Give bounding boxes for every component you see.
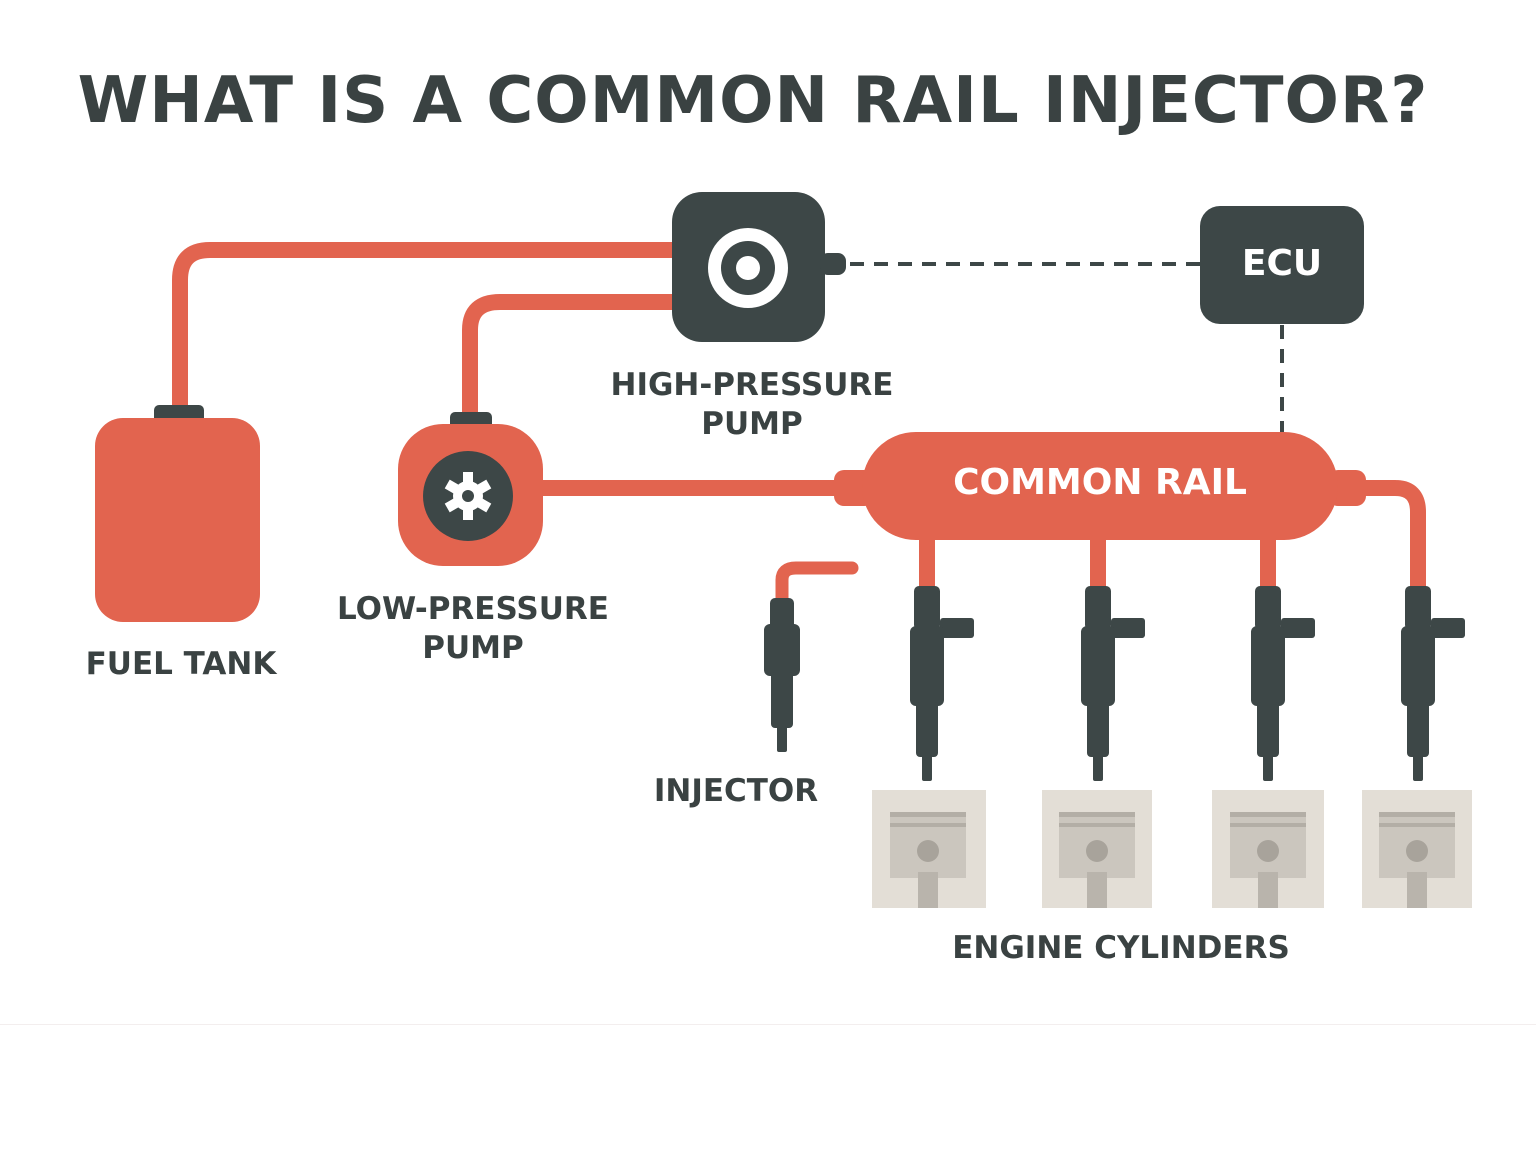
ecu-box (1200, 206, 1364, 324)
injector-2 (1081, 586, 1145, 781)
fuel-tank-body (95, 418, 260, 622)
rail-body (862, 432, 1338, 540)
ecu-control-lines (850, 262, 1284, 432)
high-pressure-pump-label-line1: HIGH-PRESSURE (610, 367, 894, 403)
high-pressure-pump (672, 192, 846, 342)
footer-divider (0, 1024, 1536, 1025)
fuel-tank (95, 405, 260, 622)
standalone-injector (764, 598, 800, 752)
injector-1 (910, 586, 974, 781)
high-pressure-pump-label-line2: PUMP (701, 406, 803, 442)
common-rail (834, 432, 1366, 540)
injector-label: INJECTOR (653, 773, 819, 809)
engine-cylinders-label: ENGINE CYLINDERS (952, 930, 1290, 966)
hp-pump-connector (820, 253, 846, 275)
page-title: WHAT IS A COMMON RAIL INJECTOR? (77, 64, 1429, 138)
low-pressure-pump-label-line1: LOW-PRESSURE (337, 591, 609, 627)
engine-cylinders (872, 790, 1472, 908)
cylinder-1 (872, 790, 986, 908)
low-pressure-pump-label-line2: PUMP (422, 630, 524, 666)
cylinder-3 (1212, 790, 1324, 908)
rail-injectors (910, 586, 1465, 781)
injector-4 (1401, 586, 1465, 781)
ecu-label: ECU (1241, 243, 1323, 284)
gear-icon (444, 472, 492, 520)
cylinder-2 (1042, 790, 1152, 908)
rail-branch-4 (1352, 480, 1426, 596)
standalone-injector-line (775, 561, 859, 607)
fuel-tank-label: FUEL TANK (85, 646, 277, 682)
common-rail-label: COMMON RAIL (953, 462, 1247, 503)
low-pressure-pump (398, 412, 543, 566)
fuel-lines (172, 242, 1426, 607)
lp-pump-to-hp-pump-line (462, 294, 680, 420)
injector-3 (1251, 586, 1315, 781)
tank-to-hp-pump-line (172, 242, 680, 418)
target-icon (708, 228, 788, 308)
cylinder-4 (1362, 790, 1472, 908)
